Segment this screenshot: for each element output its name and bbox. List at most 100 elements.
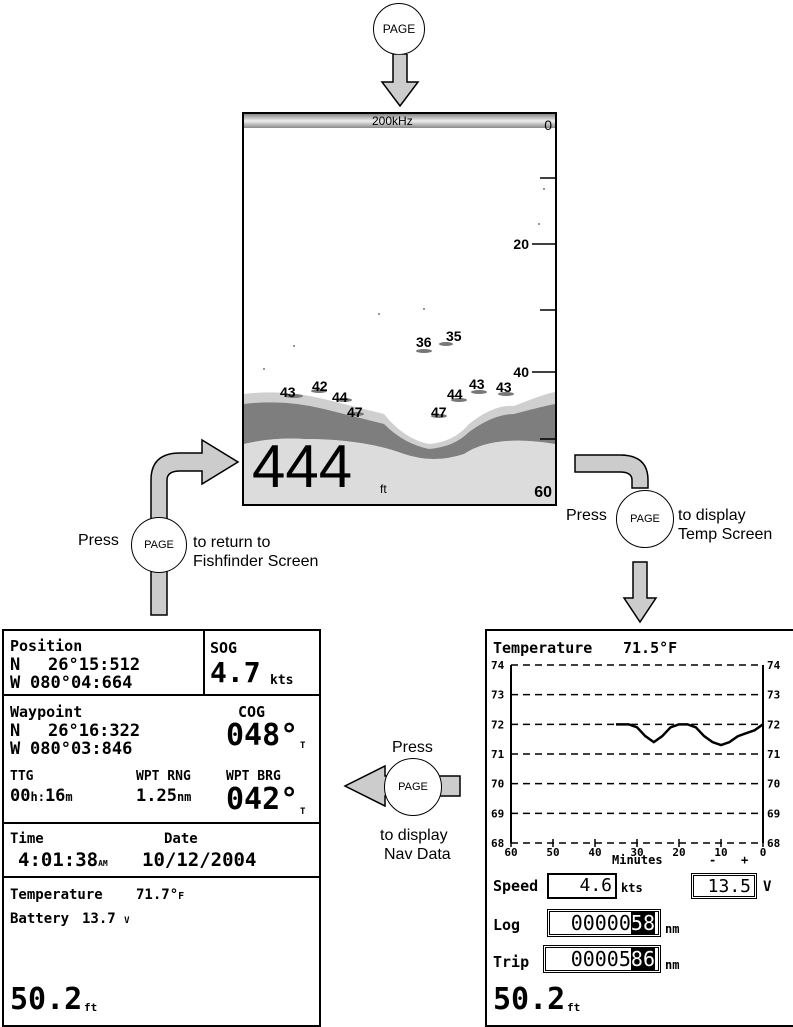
lat-value: 26°15:512 [48, 655, 141, 675]
log-label: Log [493, 916, 521, 934]
wpt-rng-number: 1.25 [136, 786, 177, 806]
speed-unit: kts [621, 881, 643, 895]
battery-unit: V [124, 916, 130, 926]
battery-number: 13.7 [82, 911, 116, 927]
x-tick-label: 50 [546, 846, 559, 859]
ttg-hours: 00 [10, 786, 31, 806]
caption-nav-data: Nav Data [384, 846, 451, 863]
x-tick-label: 20 [672, 846, 685, 859]
y-tick-label-right: 73 [767, 689, 780, 702]
nav-grid-lines [4, 631, 319, 878]
y-tick-label-right: 72 [767, 718, 780, 731]
frequency-label: 200kHz [372, 114, 413, 128]
caption-temp-screen: Temp Screen [678, 526, 773, 543]
fishfinder-screen: 200kHz 0 20 40 60 36 35 43 42 44 47 47 4… [242, 112, 557, 506]
page-button-label: PAGE [382, 22, 416, 36]
ttg-value: 00h:16m [10, 786, 73, 806]
ttg-h: h: [30, 790, 45, 804]
temperature-number: 71.7° [136, 887, 179, 903]
lon-hemi: W [10, 673, 21, 693]
temperature-series-line [616, 723, 764, 747]
zoom-in-button[interactable]: + [741, 853, 749, 867]
y-tick-label-left: 69 [491, 807, 504, 820]
depth-unit: ft [380, 482, 387, 496]
fish-label: 44 [332, 389, 348, 405]
x-axis-label: Minutes [612, 853, 663, 867]
page-button-to-temp[interactable]: PAGE [616, 490, 674, 548]
x-tick-label: 60 [504, 846, 517, 859]
fish-label: 43 [496, 379, 512, 395]
battery-label: Battery [10, 911, 70, 927]
depth-unit: ft [567, 1001, 581, 1014]
fish-label: 47 [347, 404, 363, 420]
wpt-brg-label: WPT BRG [226, 769, 281, 784]
trip-value: 0000586 [543, 945, 661, 973]
caption-press: Press [392, 739, 433, 756]
y-tick-label-left: 72 [491, 718, 504, 731]
page-button-top[interactable]: PAGE [373, 3, 425, 55]
ttg-m: m [65, 790, 73, 804]
battery-value: 13.7 V [82, 911, 130, 927]
depth-readout: 50.2 [10, 982, 83, 1017]
sonar-bottom-returns [244, 177, 555, 504]
y-tick-label-left: 70 [491, 778, 504, 791]
wpt-lat-value: 26°16:322 [48, 721, 141, 741]
wpt-lon-hemi: W [10, 739, 21, 759]
zoom-out-button[interactable]: - [709, 853, 717, 867]
y-tick-label-left: 74 [491, 659, 505, 672]
log-value-highlight: 58 [630, 911, 655, 935]
temp-current: 71.5°F [623, 639, 678, 657]
arrow-to-temp [574, 454, 658, 624]
fish-label: 44 [447, 386, 463, 402]
trip-value-digits: 00005 [570, 947, 631, 971]
depth-unit: ft [84, 1001, 98, 1014]
log-unit: nm [665, 922, 680, 936]
x-tick-label: 10 [714, 846, 727, 859]
y-tick-label-right: 74 [767, 659, 781, 672]
fish-label: 42 [312, 378, 328, 394]
fish-label: 43 [280, 384, 296, 400]
ttg-label: TTG [10, 769, 34, 784]
ttg-minutes: 16 [44, 786, 66, 806]
scale-top: 0 [544, 117, 552, 133]
temperature-label: Temperature [10, 887, 103, 903]
voltage-unit: V [763, 879, 772, 895]
y-tick-label-right: 68 [767, 837, 780, 850]
depth-readout: 50.2 [493, 982, 566, 1017]
wpt-brg-value: 042° [226, 782, 299, 817]
page-button-to-fishfinder[interactable]: PAGE [131, 517, 187, 573]
y-tick-label-right: 69 [767, 807, 780, 820]
temperature-unit: F [178, 891, 185, 902]
wpt-rng-unit: nm [176, 790, 192, 804]
speed-value: 4.6 [547, 873, 617, 899]
cog-label: COG [238, 703, 266, 721]
wpt-brg-unit: T [300, 807, 306, 817]
nav-data-screen: Position N 26°15:512 W 080°04:664 SOG 4.… [2, 629, 321, 1027]
x-tick-label: 0 [760, 846, 767, 859]
date-label: Date [164, 831, 198, 847]
x-tick-label: 40 [588, 846, 601, 859]
page-button-to-nav[interactable]: PAGE [384, 758, 442, 816]
scale-60: 60 [534, 484, 552, 501]
time-value: 4:01:38AM [18, 849, 108, 871]
log-value: 0000058 [547, 909, 661, 937]
lon-value: 080°04:664 [30, 673, 133, 693]
fish-label: 36 [416, 334, 432, 350]
fish-label: 35 [446, 328, 462, 344]
wpt-lat-hemi: N [10, 721, 21, 741]
fish-label: 43 [469, 376, 485, 392]
fish-label: 47 [431, 404, 447, 420]
sog-unit: kts [270, 673, 294, 688]
wpt-lon-value: 080°03:846 [30, 739, 133, 759]
trip-value-highlight: 86 [630, 947, 655, 971]
log-value-digits: 00000 [570, 911, 631, 935]
trip-unit: nm [665, 958, 680, 972]
time-number: 4:01:38 [18, 849, 99, 871]
speed-label: Speed [493, 877, 539, 895]
temperature-value: 71.7°F [136, 887, 184, 903]
lat-hemi: N [10, 655, 21, 675]
x-tick-label: 30 [630, 846, 643, 859]
wpt-rng-label: WPT RNG [136, 769, 191, 784]
